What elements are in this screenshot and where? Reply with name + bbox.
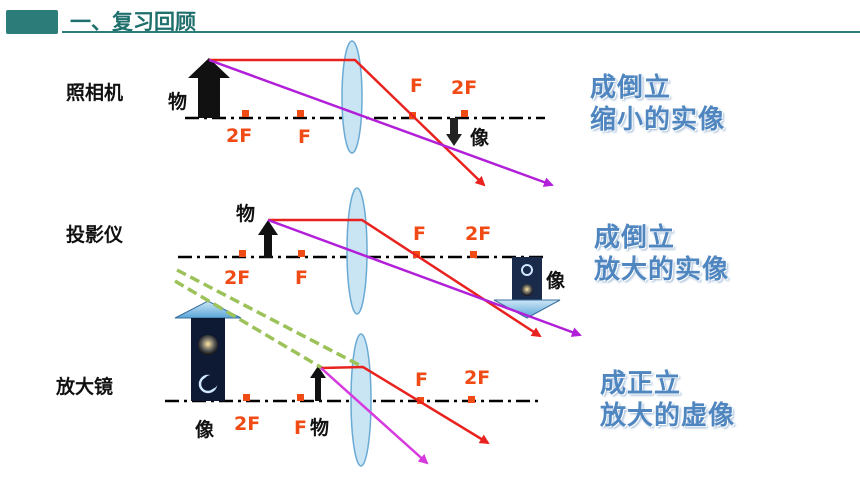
- camera-text-2f-right: 2F: [451, 77, 477, 99]
- camera-desc-line2: 缩小的实像: [590, 105, 726, 135]
- magnifier-diagram: 像 物 2F F F 2F: [165, 268, 540, 467]
- camera-ray-center: [208, 58, 554, 187]
- label-projector: 投影仪: [66, 224, 124, 246]
- magnifier-text-2f-right: 2F: [464, 367, 490, 389]
- magnifier-desc-line1: 成正立: [600, 369, 682, 399]
- projector-image-label: 像: [546, 269, 566, 292]
- label-camera: 照相机: [66, 82, 124, 104]
- projector-image-arrow: [493, 257, 561, 319]
- magnifier-object-arrow-body: [315, 376, 321, 401]
- magnifier-virtual-image: [174, 300, 242, 401]
- camera-mark-2f-right: [461, 110, 468, 117]
- camera-mark-2f-left: [242, 110, 249, 117]
- projector-mark-2f-right: [470, 251, 477, 258]
- projector-diagram: 物 像 2F F F 2F: [178, 187, 582, 338]
- camera-text-2f-left: 2F: [226, 125, 252, 147]
- projector-ray-center: [267, 218, 582, 337]
- camera-lens: [341, 40, 363, 154]
- camera-text-f-right: F: [410, 75, 423, 97]
- magnifier-ray-center: [320, 367, 429, 465]
- magnifier-mark-2f-left: [243, 394, 250, 401]
- header-underline: [62, 31, 860, 33]
- magnifier-mark-2f-right: [468, 396, 475, 403]
- magnifier-object-label: 物: [310, 416, 329, 439]
- magnifier-text-f-right: F: [415, 369, 428, 391]
- magnifier-text-f-left: F: [294, 417, 307, 439]
- projector-object-arrow-body: [264, 233, 272, 258]
- camera-text-f-left: F: [298, 126, 311, 148]
- projector-text-2f-right: 2F: [465, 223, 491, 245]
- projector-mark-2f-left: [239, 250, 246, 257]
- magnifier-object-arrow-head: [310, 366, 326, 378]
- projector-object-label: 物: [236, 202, 255, 225]
- header-accent-bar: [6, 10, 58, 34]
- camera-image-label: 像: [470, 126, 490, 149]
- magnifier-ray-parallel: [320, 365, 490, 445]
- page-title: 一、复习回顾: [70, 10, 196, 34]
- camera-image-arrow-body: [450, 118, 458, 136]
- projector-text-f-right: F: [413, 223, 426, 245]
- camera-diagram: 物 像 2F F F 2F: [168, 40, 554, 187]
- projector-desc-line2: 放大的实像: [594, 255, 730, 285]
- magnifier-lens: [350, 333, 372, 467]
- magnifier-mark-f-left: [297, 394, 304, 401]
- projector-mark-f-left: [298, 250, 305, 257]
- projector-desc-line1: 成倒立: [594, 223, 676, 253]
- camera-desc-line1: 成倒立: [590, 73, 672, 103]
- camera-description: 成倒立 缩小的实像: [590, 72, 725, 136]
- projector-text-f-left: F: [295, 267, 308, 289]
- projector-ray-parallel: [268, 218, 542, 338]
- camera-object-label: 物: [168, 90, 187, 113]
- magnifier-description: 成正立 放大的虚像: [600, 368, 735, 432]
- magnifier-text-2f-left: 2F: [234, 413, 260, 435]
- magnifier-virtual-ray-1: [176, 268, 364, 369]
- camera-mark-f-left: [297, 110, 304, 117]
- projector-description: 成倒立 放大的实像: [594, 222, 729, 286]
- magnifier-virtual-ray-2: [174, 279, 323, 370]
- label-magnifier: 放大镜: [56, 376, 114, 398]
- magnifier-image-label: 像: [195, 418, 215, 441]
- camera-object-arrow: [188, 58, 230, 118]
- magnifier-desc-line2: 放大的虚像: [600, 401, 736, 431]
- camera-image-arrow-head: [446, 134, 462, 146]
- projector-text-2f-left: 2F: [224, 267, 250, 289]
- projector-object-arrow-head: [258, 220, 278, 235]
